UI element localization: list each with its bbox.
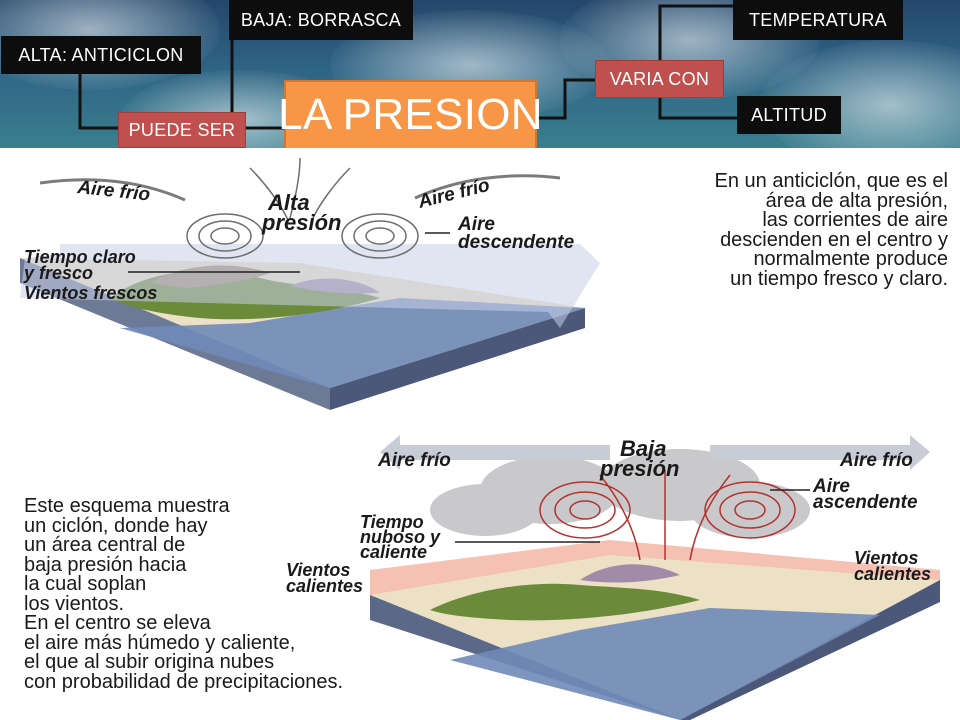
tiempo-claro-2: y fresco — [23, 263, 93, 283]
vientos-calientes-right-2: calientes — [854, 564, 931, 584]
descending-air-swirls — [186, 157, 419, 259]
aire-frio-right-label: Aire frío — [839, 450, 913, 471]
alta-anticiclon-box: ALTA: ANTICICLON — [1, 36, 201, 74]
baja-borrasca-box: BAJA: BORRASCA — [229, 0, 413, 40]
vientos-frescos-label: Vientos frescos — [24, 283, 157, 303]
connector-main-right — [535, 78, 595, 120]
cold-air-arrows — [380, 435, 930, 470]
temperatura-box: TEMPERATURA — [733, 0, 903, 40]
cyclone-description: Este esquema muestra un ciclón, donde ha… — [24, 495, 444, 693]
description-line: En un anticiclón, que es el — [714, 170, 949, 192]
label-leaders — [128, 232, 450, 273]
baja-presion-title-2: presión — [599, 456, 679, 481]
aire-descendente-1: Aire — [457, 214, 495, 235]
vientos-calientes-right-1: Vientos — [854, 548, 918, 568]
aire-descendente-2: descendente — [458, 232, 575, 253]
description-line: área de alta presión, — [765, 189, 948, 212]
anticyclone-description: En un anticiclón, que es el área de alta… — [638, 170, 949, 290]
concept-map-header: BAJA: BORRASCA ALTA: ANTICICLON PUEDE SE… — [0, 0, 960, 148]
description-line: un área central de — [24, 534, 186, 556]
storm-cloud — [430, 449, 810, 538]
description-line: normalmente produce — [753, 248, 948, 270]
terrain-block — [370, 555, 940, 720]
air-arrows — [39, 174, 561, 202]
vientos-calientes-left-1: Vientos — [286, 560, 350, 580]
la-presion-box: LA PRESION — [278, 80, 543, 148]
vientos-calientes-left-2: calientes — [286, 576, 363, 596]
alta-presion-title-1: Alta — [267, 190, 310, 215]
description-line: el aire más húmedo y caliente, — [24, 631, 296, 654]
altitud-label: ALTITUD — [751, 104, 827, 125]
tiempo-nuboso-1: Tiempo — [360, 512, 424, 532]
puede-ser-box: PUEDE SER — [118, 112, 246, 148]
varia-con-label: VARIA CON — [609, 68, 710, 89]
la-presion-label: LA PRESION — [278, 90, 543, 139]
anticyclone-diagram: Aire frío Aire frío Alta presión Aire de… — [20, 157, 600, 410]
tiempo-nuboso-2: nuboso y — [360, 527, 441, 547]
baja-borrasca-label: BAJA: BORRASCA — [240, 9, 402, 30]
altitud-box: ALTITUD — [737, 96, 841, 134]
aire-ascendente-1: Aire — [812, 476, 850, 497]
description-line: los vientos. — [24, 592, 125, 615]
description-line: las corrientes de aire — [762, 209, 948, 231]
varia-con-box: VARIA CON — [595, 60, 724, 98]
aire-ascendente-2: ascendente — [813, 492, 918, 513]
alta-presion-title-2: presión — [261, 210, 341, 235]
label-leaders — [455, 489, 810, 543]
description-line: el que al subir origina nubes — [24, 651, 275, 673]
baja-presion-title-1: Baja — [620, 436, 666, 461]
cyclone-diagram: Aire frío Aire frío Baja presión Aire as… — [286, 435, 940, 720]
description-line: un tiempo fresco y claro. — [730, 267, 948, 290]
description-line: baja presión hacia — [24, 553, 187, 576]
aire-frio-left-label: Aire frío — [377, 450, 451, 471]
description-line: En el centro se eleva — [24, 612, 211, 634]
tiempo-nuboso-3: caliente — [360, 542, 427, 562]
aire-frio-right-label: Aire frío — [415, 175, 492, 213]
alta-anticiclon-label: ALTA: ANTICICLON — [18, 44, 184, 65]
description-line: descienden en el centro y — [720, 228, 948, 251]
wind-arrow — [20, 244, 600, 328]
puede-ser-label: PUEDE SER — [128, 119, 236, 140]
connector-alta — [78, 72, 118, 130]
aire-frio-left-label: Aire frío — [75, 177, 151, 206]
description-line: la cual soplan — [24, 573, 147, 595]
description-line: con probabilidad de precipitaciones. — [24, 670, 344, 693]
tiempo-claro-1: Tiempo claro — [24, 247, 136, 267]
temperatura-label: TEMPERATURA — [749, 9, 887, 30]
description-line: un ciclón, donde hay — [24, 514, 208, 537]
description-line: Este esquema muestra — [24, 495, 230, 517]
ascending-air-swirls — [539, 470, 796, 561]
